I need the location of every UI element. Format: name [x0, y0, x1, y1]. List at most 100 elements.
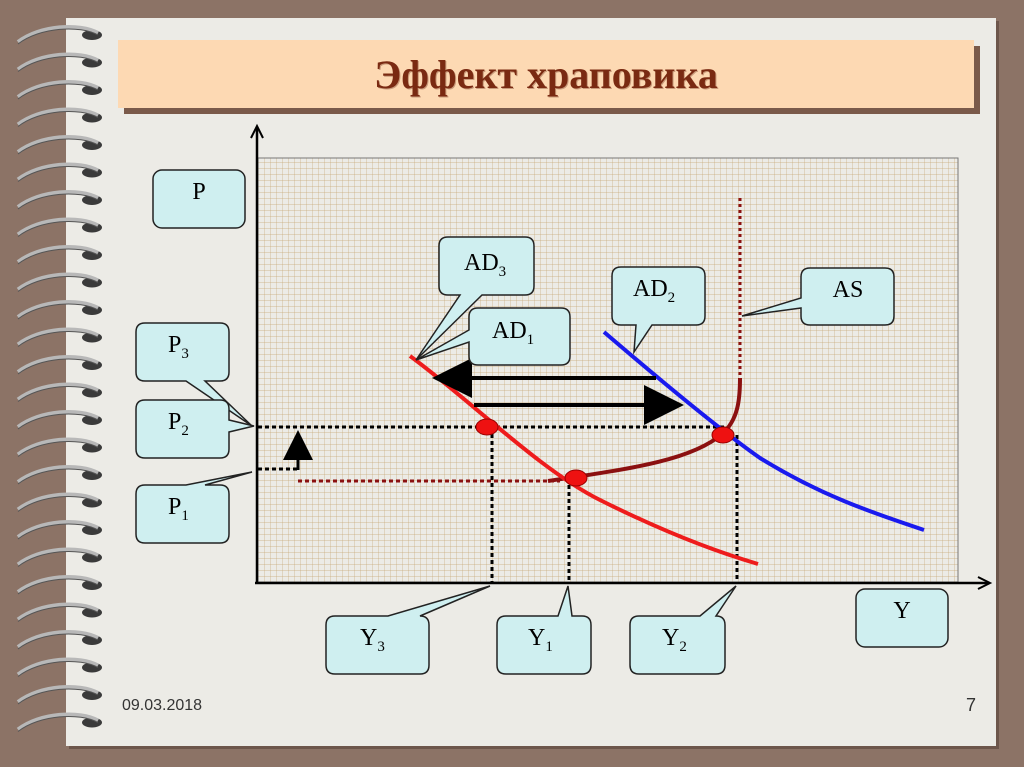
- svg-text:Y3: Y3: [360, 625, 385, 655]
- binding-ring-shadow: [17, 550, 99, 567]
- svg-text:Y2: Y2: [662, 625, 687, 655]
- binding-ring-shadow: [17, 440, 99, 457]
- callout-y1: Y1: [496, 585, 592, 675]
- binding-ring-shadow: [17, 633, 99, 650]
- binding-ring: [16, 299, 99, 319]
- svg-text:Y1: Y1: [528, 625, 553, 655]
- y-axis-arrowhead: [250, 123, 264, 139]
- binding-ring: [16, 409, 99, 429]
- callout-p-axis: P: [152, 169, 246, 229]
- svg-text:P3: P3: [168, 332, 189, 362]
- title-banner: Эффект храповика: [118, 40, 974, 108]
- svg-text:AD2: AD2: [633, 276, 675, 306]
- callout-y3: Y3: [325, 585, 491, 675]
- binding-ring-shadow: [17, 578, 99, 595]
- binding-ring-shadow: [17, 385, 99, 402]
- grid-area: [257, 157, 959, 583]
- ad3-label: AD: [464, 250, 499, 276]
- binding-ring-shadow: [17, 248, 99, 265]
- binding-ring-shadow: [17, 330, 99, 347]
- binding-ring-shadow: [17, 413, 99, 430]
- svg-text:AD3: AD3: [464, 250, 506, 280]
- binding-ring: [16, 382, 99, 402]
- binding-ring-shadow: [17, 468, 99, 485]
- binding-ring-shadow: [17, 495, 99, 512]
- p3-label: P: [168, 332, 181, 358]
- binding-ring-shadow: [17, 303, 99, 320]
- slide-title: Эффект храповика: [374, 51, 718, 97]
- binding-ring: [16, 162, 99, 182]
- binding-ring: [16, 657, 99, 677]
- svg-text:P2: P2: [168, 409, 189, 439]
- slide-date: 09.03.2018: [122, 697, 203, 714]
- callout-as: AS: [741, 267, 895, 326]
- binding-ring-shadow: [17, 715, 99, 732]
- equilibrium-point-p1-y1: [564, 469, 588, 487]
- binding-ring: [16, 327, 99, 347]
- binding-ring-shadow: [17, 275, 99, 292]
- ad3-subscript: 3: [499, 264, 507, 280]
- p-axis-label: P: [192, 179, 205, 205]
- y2-subscript: 2: [679, 639, 687, 655]
- p2-label: P: [168, 409, 181, 435]
- binding-ring-shadow: [17, 220, 99, 237]
- y3-subscript: 3: [377, 639, 385, 655]
- ad2-label: AD: [633, 276, 668, 302]
- y-axis-label: Y: [893, 598, 910, 624]
- binding-ring-shadow: [17, 358, 99, 375]
- x-axis-arrowhead: [977, 576, 993, 590]
- callout-ad1: AD1: [415, 307, 571, 366]
- binding-ring-shadow: [17, 523, 99, 540]
- p1-subscript: 1: [181, 508, 189, 524]
- binding-ring: [16, 437, 99, 457]
- binding-ring: [16, 464, 99, 484]
- spiral-binding: [16, 24, 102, 732]
- ad2-subscript: 2: [668, 290, 676, 306]
- binding-ring: [16, 519, 99, 539]
- y1-label: Y: [528, 625, 545, 651]
- ad1-label: AD: [492, 318, 527, 344]
- ad-red-curve: [408, 354, 759, 566]
- callout-p1: P1: [135, 471, 253, 544]
- binding-ring-shadow: [17, 193, 99, 210]
- binding-ring: [16, 272, 99, 292]
- p2-subscript: 2: [181, 423, 189, 439]
- binding-ring: [16, 547, 99, 567]
- binding-ring: [16, 189, 99, 209]
- binding-ring: [16, 629, 99, 649]
- equilibrium-point-p2-y3: [475, 418, 499, 436]
- binding-ring: [16, 79, 99, 99]
- binding-ring-shadow: [17, 83, 99, 100]
- callout-ad2: AD2: [611, 266, 706, 355]
- binding-ring-shadow: [17, 688, 99, 705]
- svg-text:AD1: AD1: [492, 318, 534, 348]
- binding-ring: [16, 574, 99, 594]
- binding-ring: [16, 712, 99, 732]
- binding-ring: [16, 134, 99, 154]
- binding-ring: [16, 24, 99, 44]
- binding-ring: [16, 107, 99, 127]
- equilibrium-point-p2-y2: [711, 426, 735, 444]
- binding-ring: [16, 602, 99, 622]
- binding-ring-shadow: [17, 55, 99, 72]
- binding-ring: [16, 684, 99, 704]
- svg-text:P1: P1: [168, 494, 189, 524]
- binding-ring-shadow: [17, 605, 99, 622]
- callout-y-axis: Y: [855, 588, 949, 648]
- binding-ring-shadow: [17, 165, 99, 182]
- p3-subscript: 3: [181, 346, 189, 362]
- binding-ring: [16, 52, 99, 72]
- ad2-blue-curve: [602, 330, 925, 532]
- y1-subscript: 1: [545, 639, 553, 655]
- binding-ring: [16, 217, 99, 237]
- binding-ring-shadow: [17, 110, 99, 127]
- callout-ad3: AD3: [415, 236, 535, 361]
- binding-ring: [16, 354, 99, 374]
- p1-label: P: [168, 494, 181, 520]
- binding-ring: [16, 492, 99, 512]
- binding-ring-shadow: [17, 28, 99, 45]
- y3-label: Y: [360, 625, 377, 651]
- ad1-subscript: 1: [527, 332, 535, 348]
- binding-ring-shadow: [17, 660, 99, 677]
